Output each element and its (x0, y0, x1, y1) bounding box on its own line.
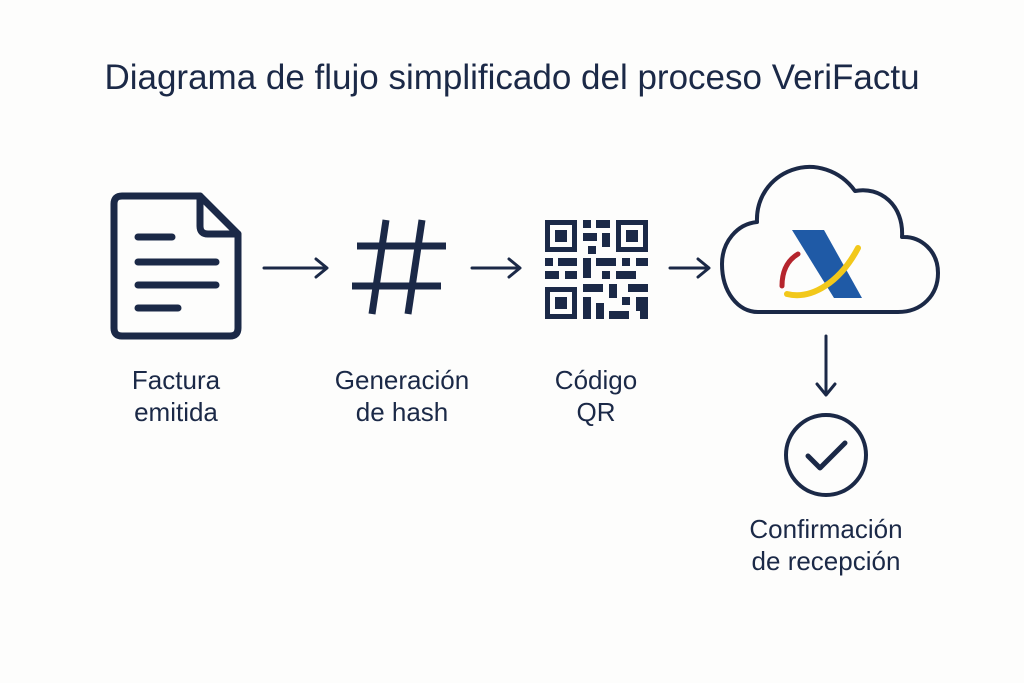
arrow-aeat-to-confirmacion (815, 334, 837, 397)
cloud-icon (720, 165, 940, 314)
label-generacion-hash: Generación de hash (334, 365, 470, 427)
hash-icon (352, 219, 446, 315)
qr-code-icon (545, 220, 648, 319)
document-icon (110, 192, 242, 340)
arrow-qr-to-aeat (668, 257, 711, 279)
agency-logo-icon (779, 230, 862, 299)
arrow-hash-to-qr (470, 257, 522, 279)
page-title: Diagrama de flujo simplificado del proce… (104, 58, 920, 97)
arrow-factura-to-hash (262, 257, 329, 279)
label-confirmacion-recepcion: Confirmación de recepción (749, 514, 903, 576)
check-circle-icon (784, 413, 868, 497)
label-factura-emitida: Factura emitida (131, 365, 221, 427)
label-codigo-qr: Código QR (554, 365, 638, 427)
